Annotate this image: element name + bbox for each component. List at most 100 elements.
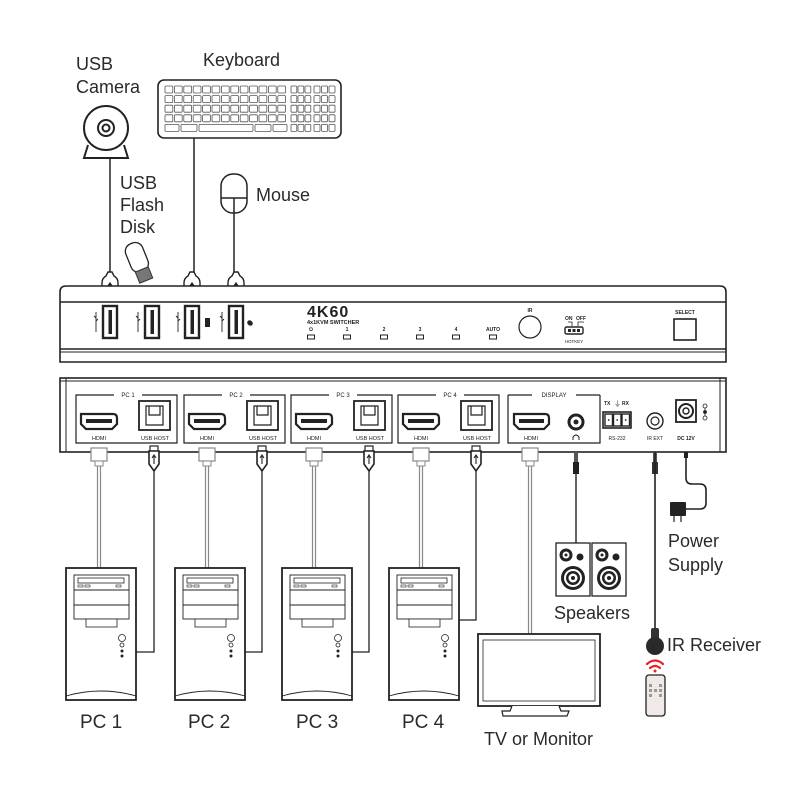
select-button[interactable]	[673, 318, 697, 341]
front-usb-port[interactable]	[183, 304, 201, 340]
pc-label: PC 4	[402, 712, 445, 733]
ir-sensor-window	[518, 315, 542, 339]
rs232-tx-label: TX	[604, 401, 611, 407]
pc-label: PC 2	[188, 712, 231, 733]
model-subtitle: 4x1KVM SWITCHER	[307, 320, 359, 326]
pc-input-group: PC 3 HDMI USB HOST	[290, 393, 393, 444]
hdmi-label: HDMI	[414, 436, 429, 442]
hdmi-cable	[198, 447, 216, 568]
ir-receiver-label: IR Receiver	[667, 635, 762, 655]
led-label: 2	[383, 327, 386, 333]
led-label: 1	[346, 327, 349, 333]
usb-symbol-icon	[219, 312, 225, 332]
keyboard-icon	[157, 79, 342, 139]
hdmi-cable	[521, 447, 539, 634]
usb-cable	[132, 445, 160, 653]
usb-cable	[455, 445, 482, 621]
hotkey-label: HOTKEY	[565, 339, 584, 344]
led-label: AUTO	[486, 327, 500, 333]
led-indicator-auto	[489, 334, 497, 340]
svg-text:L: L	[652, 643, 657, 652]
power-supply-label: Power Supply	[668, 531, 724, 575]
pc-label: PC 1	[80, 712, 123, 733]
hdmi-label: HDMI	[92, 436, 107, 442]
hdmi-cable	[412, 447, 430, 568]
pc-tower-icon	[65, 567, 137, 701]
pc-group-title: PC 3	[336, 393, 350, 399]
hotkey-off-label: OFF	[576, 316, 586, 322]
pc-input-group: PC 4 HDMI USB HOST	[397, 393, 500, 444]
rs232-terminal[interactable]: TX ⏚ RX RS-232	[602, 400, 632, 442]
select-label: SELECT	[675, 310, 695, 316]
front-usb-port[interactable]	[101, 304, 119, 340]
rs232-label: RS-232	[609, 436, 626, 442]
usb-host-label: USB HOST	[141, 436, 170, 442]
hdmi-cable	[90, 447, 108, 568]
led-label: 4	[455, 327, 458, 333]
tv-monitor-icon	[477, 633, 601, 717]
ir-ext-jack[interactable]: IR EXT	[646, 412, 664, 442]
hdmi-cable	[305, 447, 323, 568]
hdmi-label: HDMI	[200, 436, 215, 442]
led-indicator-pc2	[380, 334, 388, 340]
ir-signal-icon	[645, 659, 665, 673]
usb-symbol-icon	[93, 312, 99, 332]
pc-input-group: PC 2 HDMI USB HOST	[183, 393, 286, 444]
usb-symbol-icon	[135, 312, 141, 332]
display-output-group: DISPLAY HDMI	[507, 393, 601, 444]
mouse-port-icon	[247, 320, 253, 326]
dc-label: DC 12V	[677, 436, 695, 442]
pc-tower-icon	[281, 567, 353, 701]
display-hdmi-label: HDMI	[524, 436, 539, 442]
keyboard-label: Keyboard	[203, 50, 281, 70]
dc-power-jack[interactable]: DC 12V	[675, 399, 708, 442]
mode-switch-icon	[205, 318, 210, 327]
hdmi-label: HDMI	[307, 436, 322, 442]
ir-receiver-icon: L	[646, 452, 664, 655]
ground-icon: ⏚	[614, 400, 621, 408]
usb-camera-icon	[82, 105, 130, 159]
usb-cable	[240, 445, 268, 653]
led-label: ⏻	[309, 327, 313, 333]
pc-tower-icon	[174, 567, 246, 701]
ir-label: IR	[528, 308, 533, 314]
pc-label: PC 3	[296, 712, 339, 733]
hotkey-on-label: ON	[565, 316, 573, 322]
speakers-label: Speakers	[554, 603, 631, 623]
usb-flash-disk-label: USB Flash Disk	[120, 173, 165, 237]
rs232-rx-label: RX	[622, 401, 630, 407]
speaker-icon	[591, 542, 627, 597]
remote-control-icon[interactable]	[645, 674, 666, 717]
kvm-front-panel	[59, 285, 727, 363]
usb-symbol-icon	[175, 312, 181, 332]
usb-camera-label: USB Camera	[76, 54, 141, 97]
usb-host-label: USB HOST	[249, 436, 278, 442]
usb-cable	[348, 445, 375, 653]
usb-host-label: USB HOST	[356, 436, 385, 442]
tv-monitor-label: TV or Monitor	[484, 729, 594, 749]
pc-group-title: PC 4	[443, 393, 457, 399]
usb-flash-disk-icon	[124, 241, 154, 284]
led-indicator-pc1	[343, 334, 351, 340]
front-usb-port[interactable]	[143, 304, 161, 340]
display-title: DISPLAY	[542, 393, 567, 399]
led-indicator-pc4	[452, 334, 460, 340]
mouse-label: Mouse	[256, 185, 311, 205]
speaker-icon	[555, 542, 591, 597]
led-indicator-power	[307, 334, 315, 340]
mouse-icon	[220, 173, 248, 214]
hotkey-switch[interactable]: ON OFF HOTKEY	[564, 316, 586, 344]
ir-ext-label: IR EXT	[647, 436, 663, 442]
led-indicator-pc3	[416, 334, 424, 340]
led-label: 3	[419, 327, 422, 333]
polarity-icon	[702, 403, 708, 421]
usb-host-label: USB HOST	[463, 436, 492, 442]
pc-tower-icon	[388, 567, 460, 701]
pc-input-group: PC 1 HDMI USB HOST	[75, 393, 178, 444]
pc-group-title: PC 1	[121, 393, 135, 399]
headphone-icon	[572, 434, 580, 440]
pc-group-title: PC 2	[229, 393, 243, 399]
front-usb-port[interactable]	[227, 304, 245, 340]
audio-cable	[573, 452, 579, 543]
